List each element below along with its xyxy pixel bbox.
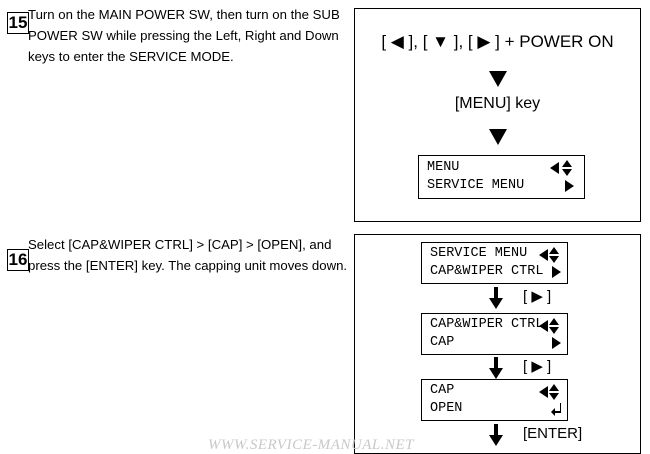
step-16-diagram-panel: SERVICE MENU CAP&WIPER CTRL [ ▶ ] CAP&WI… [354,234,641,454]
step-number-15: 15 [7,12,29,34]
up-down-icon [549,384,559,400]
lcd-line-1: MENU [427,160,460,175]
lcd-line-1: SERVICE MENU [430,246,528,261]
enter-icon [551,403,561,416]
lcd-line-1: CAP&WIPER CTRL [430,317,544,332]
lcd-line-2: OPEN [430,401,463,416]
right-triangle-icon [565,180,574,192]
lcd-display-menu: MENU SERVICE MENU [418,155,585,199]
left-triangle-icon [539,386,548,398]
lcd-display-cap-open: CAP OPEN [421,379,568,421]
lcd-line-2: SERVICE MENU [427,178,525,193]
down-arrow-icon [489,424,503,446]
lcd-display-service-menu: SERVICE MENU CAP&WIPER CTRL [421,242,568,284]
right-triangle-icon [552,337,561,349]
left-triangle-icon [550,162,559,174]
right-triangle-icon [552,266,561,278]
lcd-line-1: CAP [430,383,455,398]
step-number-16: 16 [7,249,29,271]
up-down-icon [562,160,572,176]
key-combo-label: [ ◀ ], [ ▼ ], [ ▶ ] + POWER ON [381,32,614,51]
watermark: WWW.SERVICE-MANUAL.NET [208,437,414,453]
lcd-display-cap-wiper: CAP&WIPER CTRL CAP [421,313,568,355]
step-15-diagram-panel: [ ◀ ], [ ▼ ], [ ▶ ] + POWER ON [MENU] ke… [354,8,641,222]
down-arrow-icon [489,287,503,309]
step-15-instruction: Turn on the MAIN POWER SW, then turn on … [28,7,340,64]
enter-key-label: [ENTER] [523,425,583,442]
right-key-label: [ ▶ ] [523,288,552,305]
step-16-instruction: Select [CAP&WIPER CTRL] > [CAP] > [OPEN]… [28,237,348,273]
up-down-icon [549,247,559,263]
right-key-label: [ ▶ ] [523,358,552,375]
down-triangle-icon [489,129,507,145]
down-triangle-icon [489,71,507,87]
lcd-line-2: CAP&WIPER CTRL [430,264,544,279]
left-triangle-icon [539,320,548,332]
menu-key-label: [MENU] key [454,95,541,112]
left-triangle-icon [539,249,548,261]
lcd-line-2: CAP [430,335,455,350]
up-down-icon [549,318,559,334]
down-arrow-icon [489,357,503,379]
